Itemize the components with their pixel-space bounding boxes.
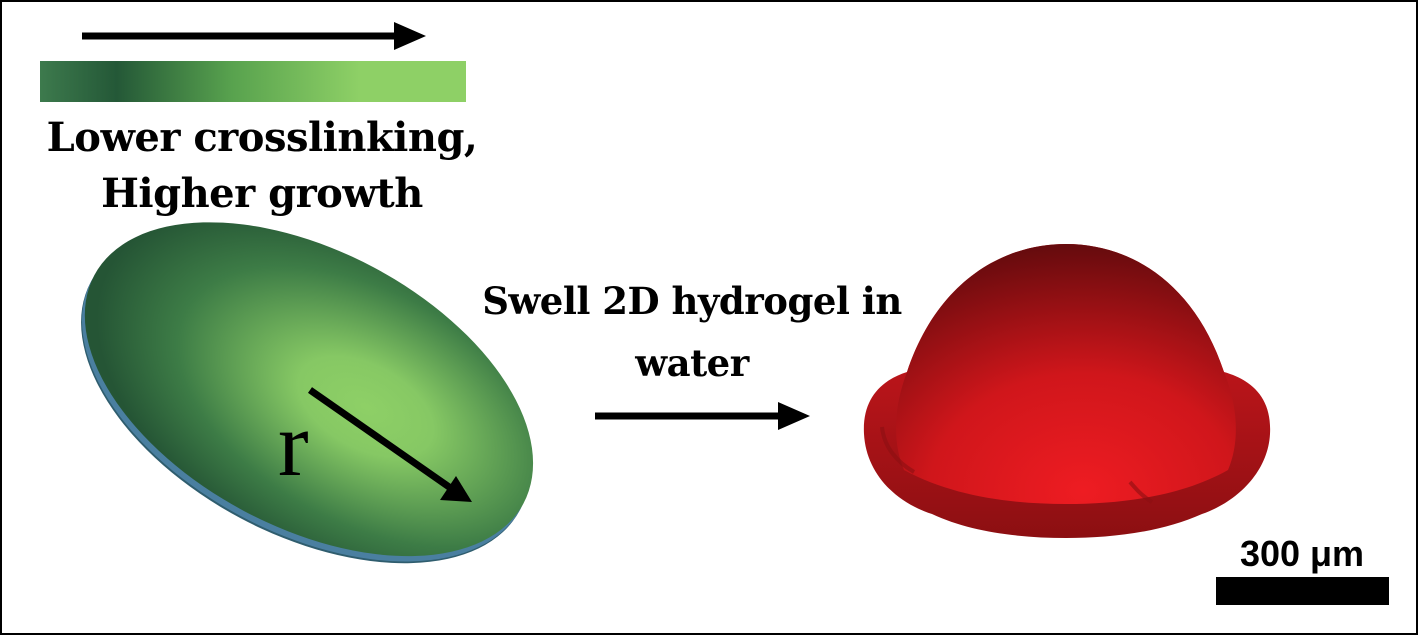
gradient-caption: Lower crosslinking, Higher growth	[22, 110, 502, 222]
scale-bar-label: 300 μm	[1239, 533, 1365, 574]
caption-line-1: Lower crosslinking,	[46, 114, 478, 161]
swell-label-line-1: Swell 2D hydrogel in	[482, 279, 902, 323]
swell-process-arrow	[595, 402, 810, 430]
swell-label-line-2: water	[635, 341, 749, 385]
crosslinking-gradient-bar	[40, 61, 466, 102]
radius-arrow	[307, 387, 472, 502]
radius-label: r	[278, 393, 309, 495]
gradient-direction-arrow	[82, 22, 426, 50]
scale-bar	[1216, 577, 1389, 605]
swell-process-label: Swell 2D hydrogel in water	[452, 270, 932, 394]
swollen-hydrogel-dome	[863, 244, 1271, 538]
flat-hydrogel-disk	[81, 222, 534, 564]
caption-line-2: Higher growth	[101, 170, 423, 217]
